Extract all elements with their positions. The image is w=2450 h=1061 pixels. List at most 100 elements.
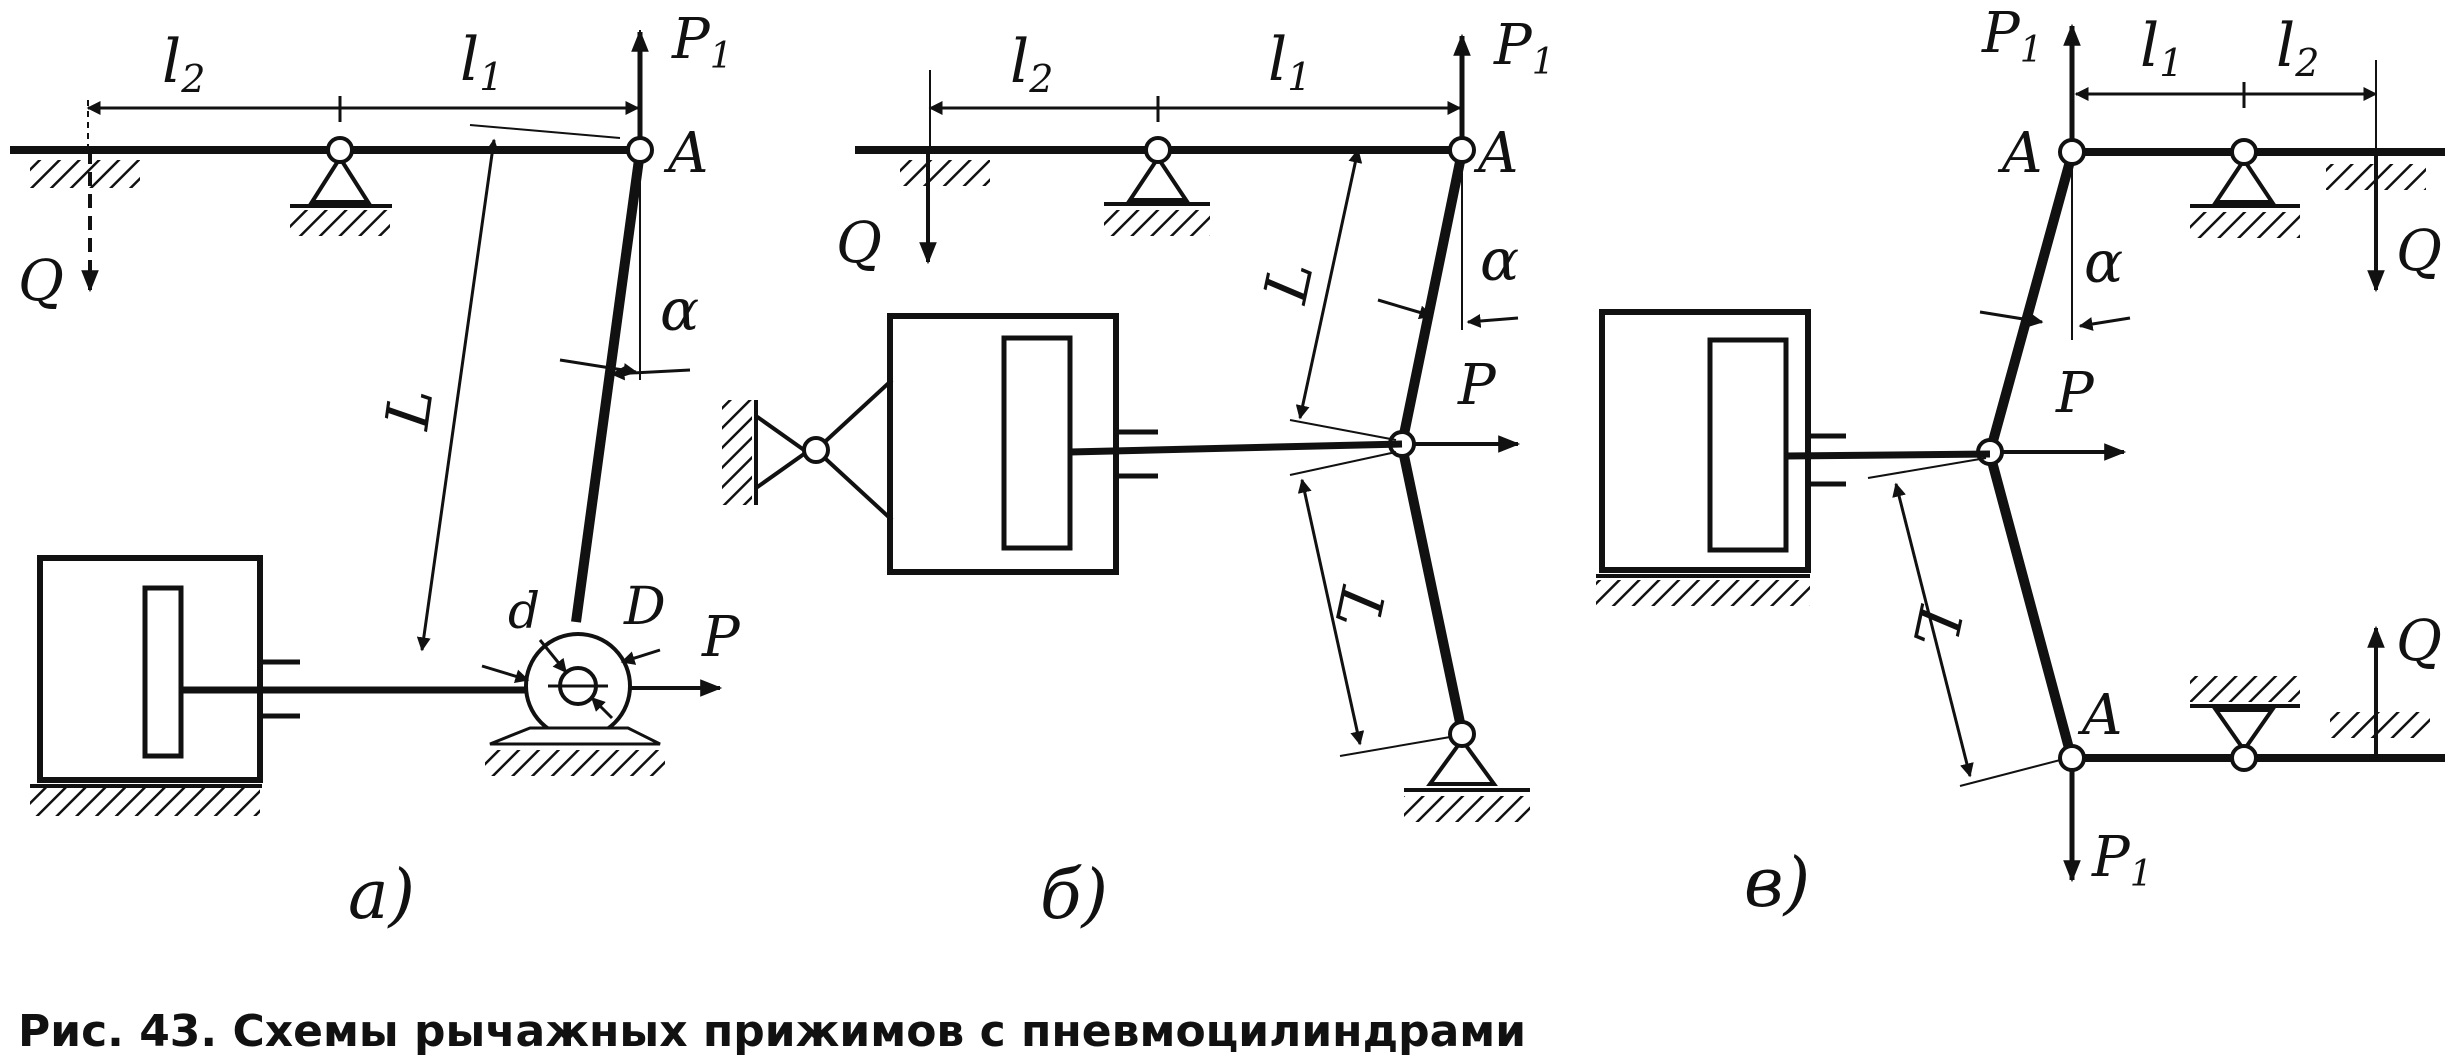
extension-line	[1959, 757, 2069, 787]
label-p: P	[2055, 361, 2095, 426]
figure-caption: Рис. 43. Схемы рычажных прижимов с пневм…	[18, 1006, 1526, 1056]
label-p: P	[1457, 353, 1497, 418]
joint-a	[626, 136, 654, 164]
dimension-d-arrow	[538, 639, 568, 674]
roller-support	[489, 726, 661, 746]
panel-v-label: в)	[1744, 844, 1810, 923]
label-l1: l1	[1268, 25, 1311, 99]
alpha-arc-arrow	[1466, 314, 1519, 328]
upper-link	[1985, 152, 2077, 454]
length-dimension-l	[1297, 478, 1365, 746]
label-a: A	[1997, 121, 2042, 186]
joint-a	[1448, 136, 1476, 164]
label-alpha: α	[2084, 228, 2123, 296]
joint-a	[2058, 138, 2086, 166]
label-p1: P1	[1981, 1, 2043, 71]
panel-v-labels: P1 l1 l2 A Q α P L A Q P1 в)	[1744, 1, 2442, 923]
label-a: A	[2077, 683, 2122, 748]
fulcrum-support	[1126, 154, 1190, 202]
extension-line	[1339, 735, 1457, 757]
label-length-l: L	[373, 384, 448, 434]
lower-link	[1985, 452, 2075, 754]
label-l1: l1	[2140, 11, 2183, 85]
piston-rod	[1069, 440, 1403, 456]
label-alpha: α	[1480, 226, 1519, 294]
wall-hatch	[722, 400, 752, 505]
length-dimension-l	[416, 138, 500, 652]
label-l2: l2	[2276, 11, 2319, 85]
panel-a-label: а)	[348, 856, 415, 935]
label-q: Q	[2396, 609, 2442, 674]
label-alpha: α	[660, 276, 699, 344]
piston-rod	[1785, 450, 1991, 460]
label-D: D	[623, 577, 666, 637]
label-d: d	[508, 582, 540, 640]
extension-line	[1289, 451, 1397, 476]
fulcrum-support	[2212, 156, 2276, 204]
bracket-strut	[754, 452, 806, 490]
label-l2: l2	[1010, 27, 1053, 101]
joint-a-lower	[2058, 744, 2086, 772]
label-length-l: L	[1251, 255, 1328, 310]
label-a: A	[663, 121, 708, 186]
label-p1: P1	[2091, 825, 2153, 895]
bracket-strut	[814, 448, 894, 522]
pivot-joint	[2230, 138, 2258, 166]
ground-hatch	[1596, 580, 1810, 606]
lower-support	[1426, 736, 1498, 786]
alpha-arc-arrow	[559, 358, 638, 377]
alpha-arc-arrow	[2078, 316, 2131, 331]
lower-link	[1397, 444, 1467, 734]
ground-hatch	[290, 210, 390, 236]
label-p: P	[701, 605, 741, 670]
label-q: Q	[18, 249, 64, 314]
dimension-d-arrow	[590, 696, 614, 720]
piston	[142, 585, 184, 759]
pivot-joint	[1144, 136, 1172, 164]
label-p1: P1	[1493, 13, 1555, 83]
label-l2: l2	[162, 27, 205, 101]
piston	[1001, 335, 1073, 551]
label-length-l: L	[1320, 580, 1397, 635]
extension-line	[1867, 457, 1987, 479]
upper-link	[1397, 150, 1467, 446]
ground-hatch	[2190, 676, 2300, 702]
label-q: Q	[836, 211, 882, 276]
alpha-arc-arrow	[1979, 310, 2044, 327]
cylinder-pivot	[802, 436, 830, 464]
alpha-arc-arrow	[610, 366, 691, 381]
label-q: Q	[2396, 219, 2442, 284]
bracket-strut	[814, 378, 894, 452]
extension-line	[1289, 419, 1397, 441]
pivot-joint	[326, 136, 354, 164]
label-length-l: L	[1898, 600, 1975, 655]
piston	[1707, 337, 1789, 553]
length-dimension-l	[1295, 148, 1363, 420]
lower-fulcrum	[2212, 708, 2276, 754]
extension-line	[469, 124, 621, 139]
length-dimension-l	[1892, 482, 1974, 778]
fulcrum-support	[308, 154, 372, 204]
ground-hatch	[30, 160, 140, 188]
panel-a	[10, 29, 723, 816]
ground-hatch	[1404, 796, 1530, 822]
panel-a-labels: l2 l1 P1 A Q α L d D P а)	[18, 7, 741, 935]
link-rod	[571, 151, 645, 623]
label-a: A	[1473, 121, 1518, 186]
label-l1: l1	[460, 25, 503, 99]
panel-b-label: б)	[1040, 856, 1108, 935]
panel-b	[722, 33, 1530, 822]
dimension-D-arrow	[620, 648, 661, 665]
label-p1: P1	[671, 7, 733, 77]
ground-hatch	[30, 788, 260, 816]
panel-v	[1596, 23, 2445, 883]
alpha-arc-arrow	[1377, 298, 1434, 320]
lower-joint	[1448, 720, 1476, 748]
ground-hatch	[2190, 212, 2300, 238]
ground-hatch	[1104, 210, 1210, 236]
ground-hatch	[900, 160, 990, 186]
lower-pivot	[2230, 744, 2258, 772]
dimension-D-arrow	[481, 664, 530, 684]
